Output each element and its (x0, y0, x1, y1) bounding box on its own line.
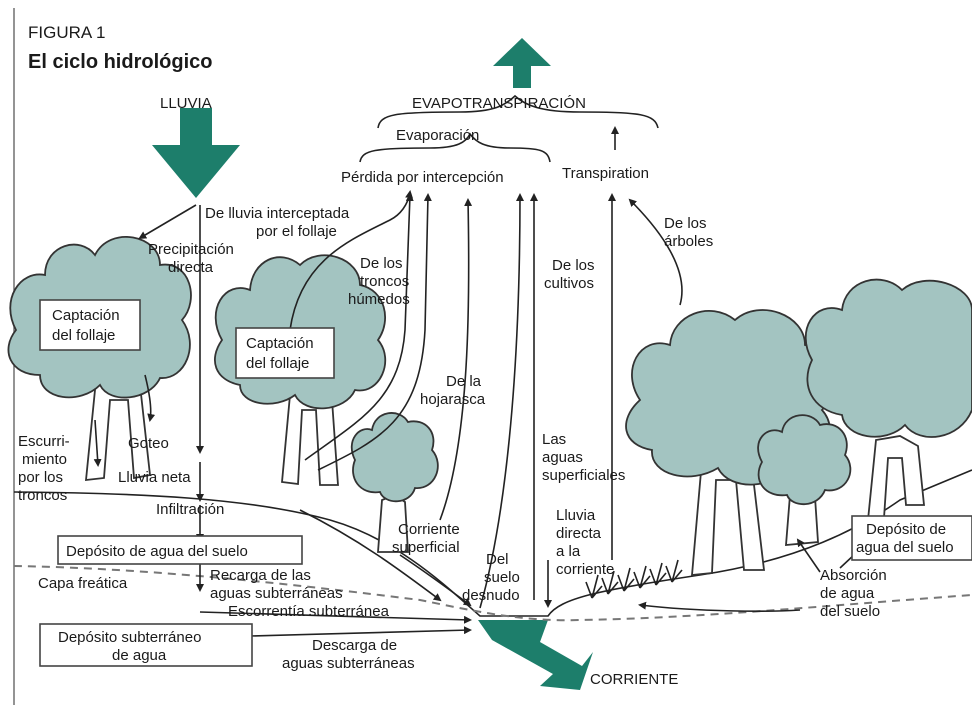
label-deposito-subterraneo-1: Depósito subterráneo (58, 629, 201, 646)
label-escurrimiento-2: miento (22, 451, 67, 468)
label-escurrimiento-4: troncos (18, 487, 67, 504)
label-lluvia-directa-2: directa (556, 525, 602, 542)
stream-arrow (478, 620, 593, 690)
label-captacion-left-2: del follaje (52, 327, 115, 344)
label-lluvia: LLUVIA (160, 95, 212, 112)
label-captacion-middle-1: Captación (246, 335, 314, 352)
label-captacion-middle-2: del follaje (246, 355, 309, 372)
label-captacion-left-1: Captación (52, 307, 120, 324)
label-evapotranspiracion: EVAPOTRANSPIRACIÓN (412, 95, 586, 112)
figure-number: FIGURA 1 (28, 23, 105, 42)
deposito-subterraneo-box (39, 623, 253, 667)
label-hojarasca-2: hojarasca (420, 391, 486, 408)
label-escurrimiento-1: Escurri- (18, 433, 70, 450)
label-descarga-1: Descarga de (312, 637, 397, 654)
label-lluvia-neta: Lluvia neta (118, 469, 191, 486)
label-absorcion-3: del suelo (820, 603, 880, 620)
label-perdida: Pérdida por intercepción (341, 169, 504, 186)
ground-surface-line (13, 469, 972, 617)
tree-small-center (350, 412, 439, 553)
label-corriente: CORRIENTE (590, 671, 678, 688)
label-evaporacion: Evaporación (396, 127, 479, 144)
label-suelo-desnudo-1: Del (486, 551, 509, 568)
deposito-suelo-box (57, 535, 303, 565)
label-corriente-superficial-2: superficial (392, 539, 460, 556)
label-lluvia-directa-1: Lluvia (556, 507, 596, 524)
label-infiltracion: Infiltración (156, 501, 224, 518)
figure-title: El ciclo hidrológico (28, 51, 212, 73)
label-precipitacion-2: directa (168, 259, 214, 276)
label-escurrimiento-3: por los (18, 469, 63, 486)
tree-far-right (804, 278, 972, 522)
deposito-right-box (851, 515, 972, 561)
label-recarga-1: Recarga de las (210, 567, 311, 584)
captacion-left-box (39, 299, 141, 351)
crop-plants (585, 559, 683, 599)
label-aguas-superficiales-3: superficiales (542, 467, 625, 484)
label-escorrentia: Escorrentía subterránea (228, 603, 390, 620)
label-corriente-superficial-1: Corriente (398, 521, 460, 538)
label-capa-freatica: Capa freática (38, 575, 128, 592)
label-arboles-2: árboles (664, 233, 713, 250)
evapotranspiration-arrow (493, 38, 551, 88)
label-lluvia-directa-3: a la (556, 543, 581, 560)
label-goteo: Goteo (128, 435, 169, 452)
tree-small-right (757, 414, 852, 546)
label-absorcion-2: de agua (820, 585, 875, 602)
label-suelo-desnudo-3: desnudo (462, 587, 520, 604)
label-interceptada-2: por el follaje (256, 223, 337, 240)
label-troncos-2: troncos (360, 273, 409, 290)
label-aguas-superficiales-1: Las (542, 431, 566, 448)
diagram-labels: LLUVIA EVAPOTRANSPIRACIÓN Evaporación Pé… (18, 95, 954, 688)
label-interceptada-1: De lluvia interceptada (205, 205, 350, 222)
label-deposito-subterraneo-2: de agua (112, 647, 167, 664)
label-suelo-desnudo-2: suelo (484, 569, 520, 586)
label-arboles-1: De los (664, 215, 707, 232)
label-deposito-right-2: agua del suelo (856, 539, 954, 556)
label-deposito-suelo: Depósito de agua del suelo (66, 543, 248, 560)
label-precipitacion-1: Precipitación (148, 241, 234, 258)
label-deposito-right-1: Depósito de (866, 521, 946, 538)
label-troncos-1: De los (360, 255, 403, 272)
label-aguas-superficiales-2: aguas (542, 449, 583, 466)
label-absorcion-1: Absorción (820, 567, 887, 584)
label-troncos-3: húmedos (348, 291, 410, 308)
water-table-line (13, 565, 972, 622)
label-cultivos-2: cultivos (544, 275, 594, 292)
label-cultivos-1: De los (552, 257, 595, 274)
flow-lines (93, 94, 872, 637)
captacion-middle-box (235, 327, 335, 379)
label-descarga-2: aguas subterráneas (282, 655, 415, 672)
label-lluvia-directa-4: corriente (556, 561, 614, 578)
label-hojarasca-1: De la (446, 373, 482, 390)
label-transpiration: Transpiration (562, 165, 649, 182)
label-recarga-2: aguas subterráneas (210, 585, 343, 602)
rain-arrow (152, 108, 240, 198)
